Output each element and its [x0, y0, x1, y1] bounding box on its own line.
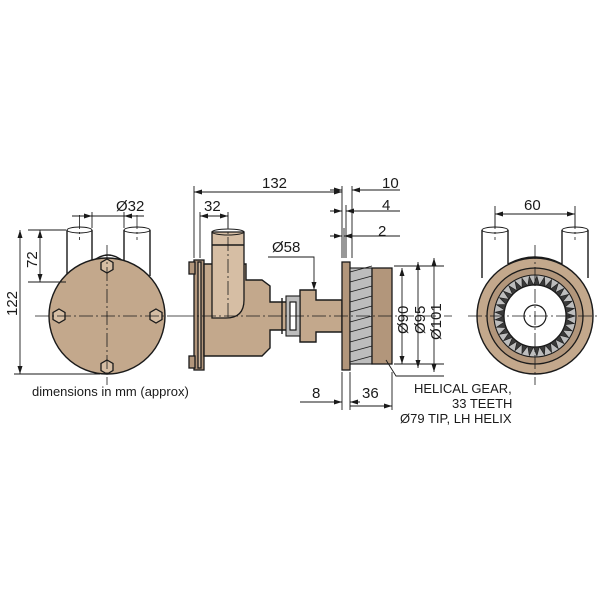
dim-label-32: 32	[204, 198, 221, 215]
rear-view-dimensions: 60	[494, 197, 576, 228]
rear-view	[468, 215, 600, 385]
gear-teeth	[349, 265, 373, 363]
gear-note-line2: 33 TEETH	[452, 396, 512, 411]
gear-note-line1: HELICAL GEAR,	[414, 381, 512, 396]
dim-label-10: 10	[382, 175, 399, 192]
dim-label-36: 36	[362, 385, 379, 402]
dim-label-132: 132	[262, 175, 287, 192]
dim-label-dia101: Ø101	[428, 303, 445, 340]
dim-label-122: 122	[4, 291, 21, 316]
gear-note: HELICAL GEAR, 33 TEETH Ø79 TIP, LH HELIX	[400, 381, 512, 426]
dim-label-dia95: Ø95	[412, 306, 429, 334]
side-view-inlet	[211, 231, 245, 319]
front-view	[35, 215, 180, 385]
front-view-dimension-labels: Ø32 72 122	[4, 198, 144, 316]
gear-note-line3: Ø79 TIP, LH HELIX	[400, 411, 512, 426]
dim-label-2: 2	[378, 223, 386, 240]
dim-label-dia32: Ø32	[116, 198, 144, 215]
side-view	[180, 215, 452, 371]
dim-label-4: 4	[382, 197, 390, 214]
dim-label-60: 60	[524, 197, 541, 214]
front-view-dimensions	[14, 212, 144, 375]
units-note: dimensions in mm (approx)	[32, 384, 189, 399]
side-view-dimension-labels: 132 32 Ø58 10 4 2 Ø90 Ø95 Ø101 8 36	[204, 175, 445, 402]
dim-label-8: 8	[312, 385, 320, 402]
dim-label-dia58: Ø58	[272, 239, 300, 256]
dim-label-dia90: Ø90	[395, 306, 412, 334]
side-view-dimensions	[193, 186, 444, 410]
dim-label-72: 72	[24, 251, 41, 268]
